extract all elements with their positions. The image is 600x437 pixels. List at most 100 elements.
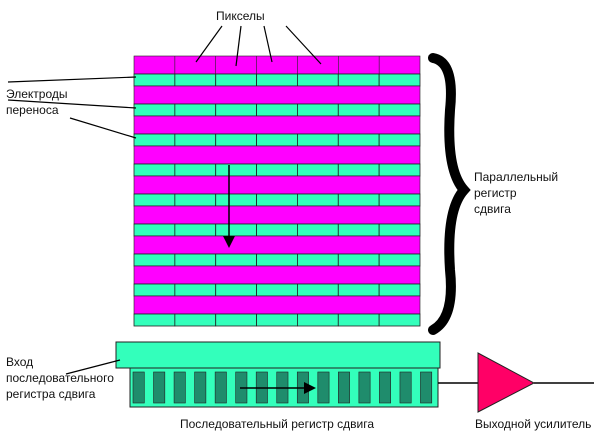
electrode-cell (215, 193, 257, 207)
electrode-cell (174, 193, 217, 207)
electrode-cell (133, 313, 176, 327)
electrode-cell (215, 133, 257, 147)
electrode-cell (215, 253, 257, 267)
electrode-cell (297, 133, 339, 147)
electrode-cell (256, 163, 298, 177)
pixel-row (133, 85, 421, 105)
electrode-cell (174, 223, 217, 237)
electrode-cell (297, 313, 339, 327)
serial-cell (399, 371, 412, 404)
electrode-cell (297, 223, 339, 237)
amplifier-label: Выходной усилитель (475, 417, 591, 431)
electrode-cell (215, 103, 257, 117)
electrode-cell (297, 163, 339, 177)
serial-cell (153, 371, 166, 404)
electrodes-label-line1: Электроды (6, 87, 68, 101)
pixel-row (133, 295, 421, 315)
pixels-label: Пикселы (216, 9, 265, 23)
serial-register-label: Последовательный регистр сдвига (180, 417, 374, 431)
electrode-cell (378, 253, 421, 267)
electrode-cell (378, 133, 421, 147)
pixel-row (133, 145, 421, 165)
electrode-cell (337, 133, 380, 147)
electrode-cell (256, 103, 298, 117)
parallel-register (133, 55, 421, 327)
electrode-cell (133, 193, 176, 207)
electrode-cell (215, 223, 257, 237)
electrode-cell (378, 283, 421, 297)
pixel-row (133, 265, 421, 285)
pixel-row (133, 205, 421, 225)
electrode-cell (133, 283, 176, 297)
parallel-register-label-line2: регистр (474, 186, 517, 200)
serial-cell (214, 371, 227, 404)
electrode-cell (378, 313, 421, 327)
electrode-cell (378, 223, 421, 237)
electrode-cell (256, 223, 298, 237)
electrodes-leaders (7, 76, 137, 139)
output-amplifier (477, 352, 536, 413)
electrode-cell (337, 313, 380, 327)
pixel-row (133, 115, 421, 135)
electrode-cell (337, 223, 380, 237)
electrode-cell (256, 313, 298, 327)
electrode-cell (174, 313, 217, 327)
electrode-cell (378, 193, 421, 207)
electrode-cell (174, 133, 217, 147)
pixel-row (133, 235, 421, 255)
input-label-line1: Вход (6, 355, 33, 369)
electrode-cell (378, 163, 421, 177)
electrode-cell (337, 103, 380, 117)
pixels-leaders (195, 25, 322, 67)
parallel-register-label-line3: сдвига (474, 202, 511, 216)
electrode-cell (256, 73, 298, 87)
electrode-cell (174, 103, 217, 117)
serial-register-input-strip (115, 341, 441, 369)
electrode-cell (337, 193, 380, 207)
electrode-cell (133, 163, 176, 177)
electrode-cell (215, 73, 257, 87)
electrode-cell (133, 223, 176, 237)
electrode-cell (174, 73, 217, 87)
pixel-row (133, 55, 421, 75)
input-label-line3: регистра сдвига (6, 387, 96, 401)
electrode-cell (215, 283, 257, 297)
electrode-cell (337, 283, 380, 297)
electrode-cell (256, 283, 298, 297)
serial-cell (379, 371, 391, 404)
electrode-cell (256, 253, 298, 267)
electrode-cell (337, 163, 380, 177)
serial-cell (173, 371, 186, 404)
electrode-cell (256, 133, 298, 147)
serial-cell (132, 371, 145, 404)
electrodes-label-line2: переноса (6, 103, 59, 117)
electrode-cell (215, 313, 257, 327)
electrode-cell (297, 73, 339, 87)
serial-cell (358, 371, 371, 404)
electrode-cell (297, 283, 339, 297)
parallel-register-label-line1: Параллельный (474, 170, 558, 184)
electrode-cell (133, 103, 176, 117)
electrode-cell (297, 193, 339, 207)
electrode-cell (256, 193, 298, 207)
serial-cell (338, 371, 350, 404)
electrode-cell (174, 253, 217, 267)
electrode-cell (337, 253, 380, 267)
electrode-cell (297, 253, 339, 267)
electrode-cell (337, 73, 380, 87)
parallel-register-brace (428, 53, 471, 335)
electrode-cell (133, 133, 176, 147)
electrode-cell (133, 73, 176, 87)
electrode-cell (297, 103, 339, 117)
electrode-cell (174, 283, 217, 297)
electrode-cell (215, 163, 257, 177)
pixel-row (133, 175, 421, 195)
electrode-cell (378, 103, 421, 117)
serial-cell (317, 371, 330, 404)
input-leader (65, 359, 121, 375)
serial-cell (420, 371, 433, 404)
serial-cell (194, 371, 207, 404)
electrode-cell (174, 163, 217, 177)
electrode-cell (378, 73, 421, 87)
